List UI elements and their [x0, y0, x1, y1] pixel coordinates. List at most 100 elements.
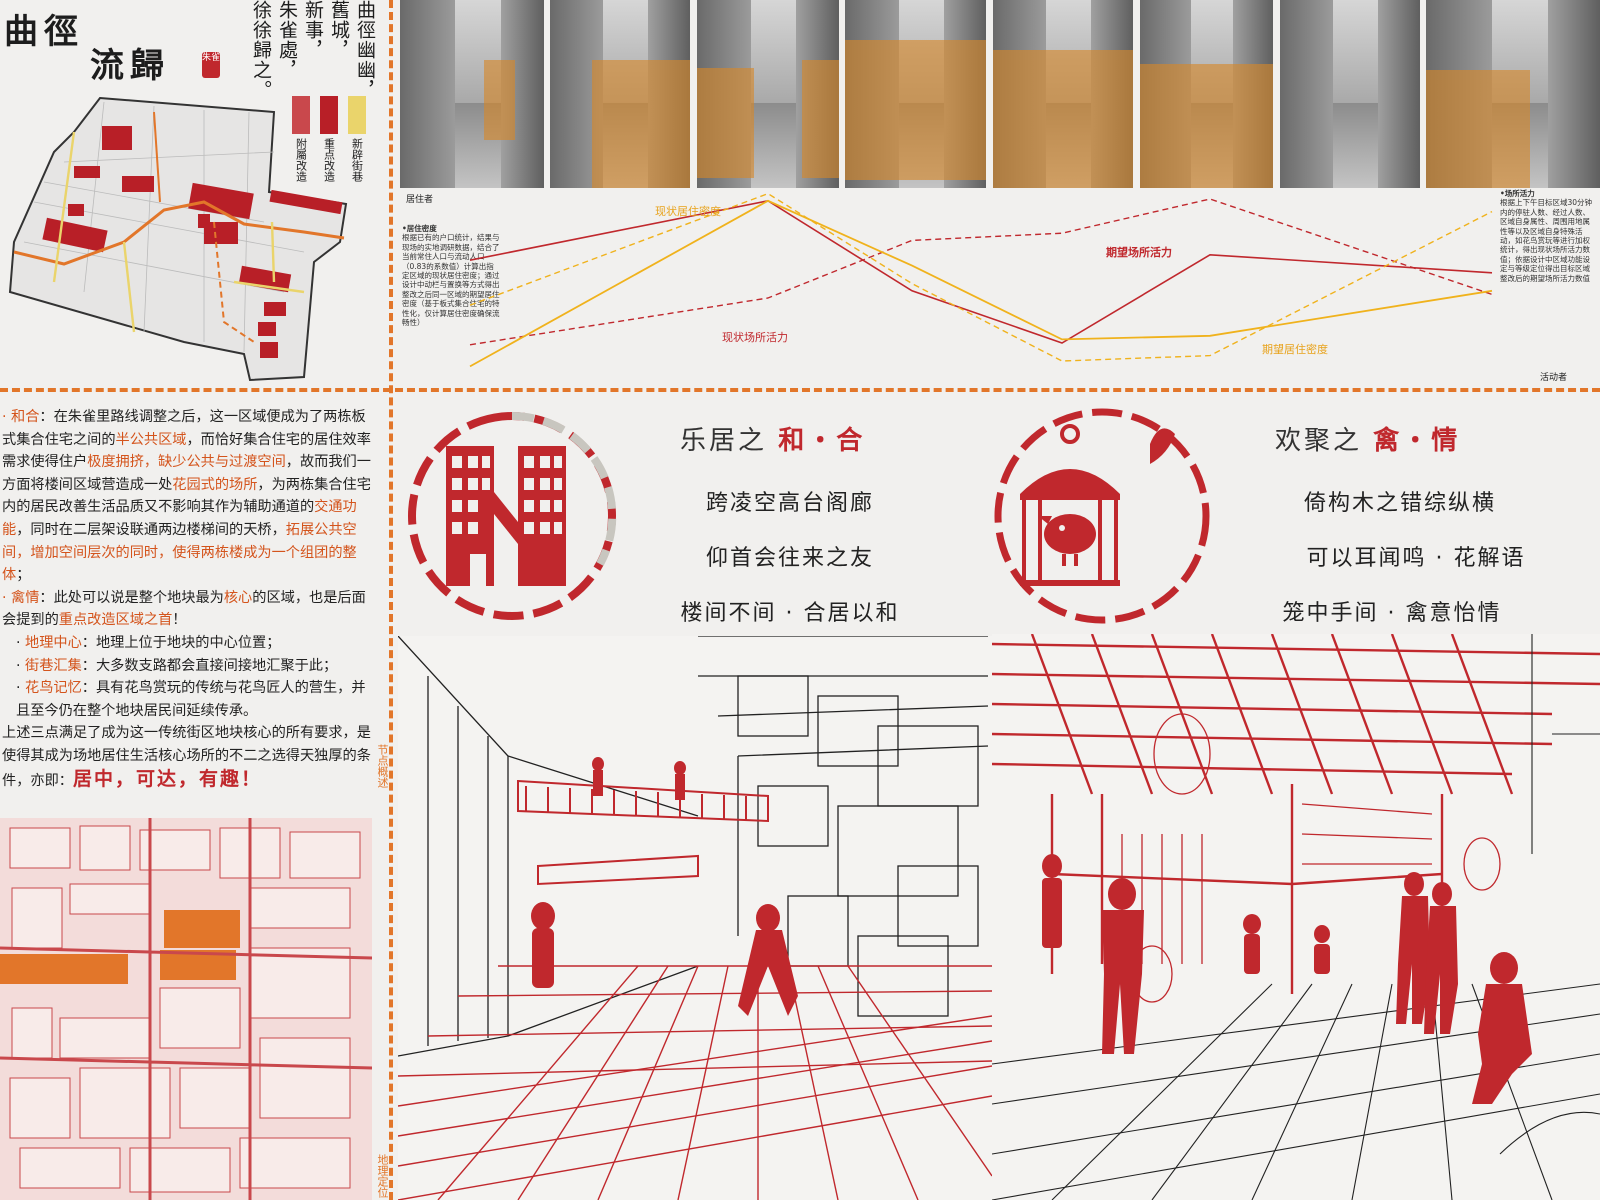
highlighted-phrase: · 和合 [2, 409, 40, 425]
paragraph-qinqing: · 禽情：此处可以说是整个地块最为核心的区域，也是后面会提到的重点改造区域之首！ [2, 587, 374, 632]
key-points-list: · 地理中心：地理上位于地块的中心位置；· 街巷汇集：大多数支路都会直接间接地汇… [2, 632, 374, 722]
current-activity-line [469, 198, 1493, 346]
text-run: ，而恰好集合住宅的居住效率需求使得住户 [2, 431, 371, 471]
highlighted-phrase: 花园式的场所 [172, 476, 258, 493]
label-current-density: 现状居住密度 [655, 205, 721, 218]
street-photo [1280, 0, 1420, 188]
street-photo [1426, 0, 1600, 188]
highlighted-phrase: 极度拥挤，缺少公共与过渡空间 [87, 454, 286, 471]
heading-highlight: 和・合 [778, 426, 866, 456]
bird-pavilion-illustration [992, 634, 1600, 1200]
key-point: · 花鸟记忆：具有花鸟赏玩的传统与花鸟匠人的营生，并且至今仍在整个地块居民间延续… [16, 677, 374, 722]
street-photo-highlighted [845, 0, 986, 188]
location-map [0, 818, 372, 1200]
poem-line: 曲徑幽幽， [354, 0, 376, 100]
density-note: •居住密度 根据已有的户口统计，结果与现场的实地调研数据，结合了当前常住人口与流… [402, 224, 500, 327]
text-run: ，为两栋集合住宅内的居民改善生活品质又不影响其作为辅助通道的 [2, 476, 371, 516]
panel-left-line: 跨凌空高台阁廊 [705, 491, 874, 516]
legend-label: 新辟街巷 [350, 138, 364, 182]
panel-right-line: 笼中手间 · 禽意怡情 [1282, 601, 1502, 626]
legend-label: 附屬改造 [294, 138, 308, 182]
key-point: · 地理中心：地理上位于地块的中心位置； [16, 632, 374, 655]
key-point-body: ：地理上位于地块的中心位置； [81, 634, 281, 651]
street-photo [1140, 0, 1273, 188]
poem-line: 朱雀處， [276, 0, 298, 80]
paragraph-hehe: · 和合：在朱雀里路线调整之后，这一区域便成为了两栋板式集合住宅之间的半公共区域… [2, 406, 374, 587]
title-line-2: 流歸 [90, 46, 170, 86]
side-label-node: 节点概述 [376, 744, 389, 788]
activity-note: •场所活力 根据上下午目标区域30分钟内的停驻人数、经过人数、区域自身属性、周围… [1500, 189, 1596, 283]
key-point-title: 地理中心 [25, 634, 82, 651]
bullet: · [16, 634, 26, 651]
label-current-activity: 现状场所活力 [722, 331, 788, 344]
text-run: ：在朱雀里路线调整之后，这一区域便成为了两栋板式集合住宅之间的 [2, 409, 366, 448]
horizontal-divider [0, 388, 1600, 392]
heading-prefix: 乐居之 [680, 426, 768, 456]
highlighted-phrase: 拓展公共空间，增加空间层次的同时，使得两栋楼成为一个组团的整体 [2, 521, 357, 584]
birdcage-emblem-icon [994, 408, 1210, 624]
legend-swatch-attached [292, 96, 310, 134]
activity-note-title: •场所活力 [1500, 189, 1535, 198]
highlighted-phrase: 交通功能 [2, 499, 357, 538]
legend-swatch-key [320, 96, 338, 134]
poem: 曲徑幽幽， 舊城， 新事， 朱雀處， 徐徐歸之。 [228, 0, 376, 100]
density-note-body: 根据已有的户口统计，结果与现场的实地调研数据，结合了当前常住人口与流动人口（0.… [402, 233, 500, 328]
poem-line: 新事， [302, 0, 324, 60]
building-emblem-icon [408, 411, 617, 620]
highlighted-phrase: · 禽情 [2, 589, 40, 606]
legend-item: 新辟街巷 [348, 96, 366, 182]
slogan: 居中，可达，有趣！ [72, 767, 262, 790]
poem-line: 徐徐歸之。 [250, 0, 272, 100]
text-run: ！ [172, 612, 187, 629]
key-point-body: ：具有花鸟赏玩的传统与花鸟匠人的营生，并且至今仍在整个地块居民间延续传承。 [16, 680, 366, 719]
text-run: 的区域，也是后面会提到的 [2, 589, 366, 629]
text-run: ； [16, 567, 31, 584]
expected-activity-line [469, 199, 1493, 344]
density-note-title: •居住密度 [402, 224, 437, 233]
conclusion: 上述三点满足了成为这一传统街区地块核心的所有要求，是使得其成为场地居住生活核心场… [2, 722, 374, 792]
text-run: ，同时在二层架设联通两边楼梯间的天桥， [16, 521, 286, 538]
bullet: · [16, 680, 26, 697]
heading-highlight: 禽・情 [1373, 426, 1461, 456]
panel-left-line: 仰首会往来之友 [705, 546, 874, 571]
label-expected-density: 期望居住密度 [1262, 343, 1328, 356]
text-run: ：此处可以说是整个地块最为 [39, 589, 224, 606]
street-photo [400, 0, 544, 188]
panel-right-heading: 欢聚之 禽・情 [1275, 420, 1460, 457]
label-expected-activity: 期望场所活力 [1106, 246, 1172, 259]
graph-left-label: 居住者 [406, 195, 434, 205]
legend-item: 重点改造 [320, 96, 338, 182]
title-line-1: 曲徑 [4, 12, 84, 52]
side-label-location: 地理定位 [376, 1154, 389, 1198]
highlighted-phrase: 重点改造区域之首 [58, 612, 173, 629]
street-photo-highlighted [697, 0, 839, 188]
key-point-title: 花鸟记忆 [25, 680, 82, 697]
panel-right-line: 倚构木之错综纵横 [1303, 491, 1496, 516]
expected-density-line [469, 192, 1493, 362]
vertical-divider [389, 0, 393, 1200]
highlighted-phrase: 核心 [223, 589, 253, 606]
panel-right-line: 可以耳闻鸣 · 花解语 [1306, 546, 1526, 571]
density-activity-graph [469, 192, 1493, 368]
panel-left-heading: 乐居之 和・合 [680, 420, 865, 457]
poem-line: 舊城， [328, 0, 350, 60]
current-density-line [469, 199, 1493, 368]
legend-label: 重点改造 [322, 138, 336, 182]
key-point-body: ：大多数支路都会直接间接地汇聚于此； [81, 657, 338, 674]
heading-prefix: 欢聚之 [1275, 426, 1363, 456]
panel-left-line: 楼间不间 · 合居以和 [680, 601, 900, 626]
key-point: · 街巷汇集：大多数支路都会直接间接地汇聚于此； [16, 655, 374, 678]
conclusion-text: 上述三点满足了成为这一传统街区地块核心的所有要求，是使得其成为场地居住生活核心场… [2, 725, 371, 789]
bullet: · [16, 657, 26, 674]
legend-swatch-new [348, 96, 366, 134]
street-photo [550, 0, 690, 188]
legend-item: 附屬改造 [292, 96, 310, 182]
key-point-title: 街巷汇集 [25, 657, 82, 674]
description-text: · 和合：在朱雀里路线调整之后，这一区域便成为了两栋板式集合住宅之间的半公共区域… [2, 406, 374, 792]
site-plan-map [8, 96, 348, 382]
map-legend: 附屬改造 重点改造 新辟街巷 [292, 96, 366, 182]
highlighted-phrase: 半公共区域 [115, 431, 187, 448]
courtyard-bridge-illustration [398, 636, 992, 1200]
street-photo [993, 0, 1133, 188]
seal-stamp: 朱雀 [202, 52, 220, 78]
